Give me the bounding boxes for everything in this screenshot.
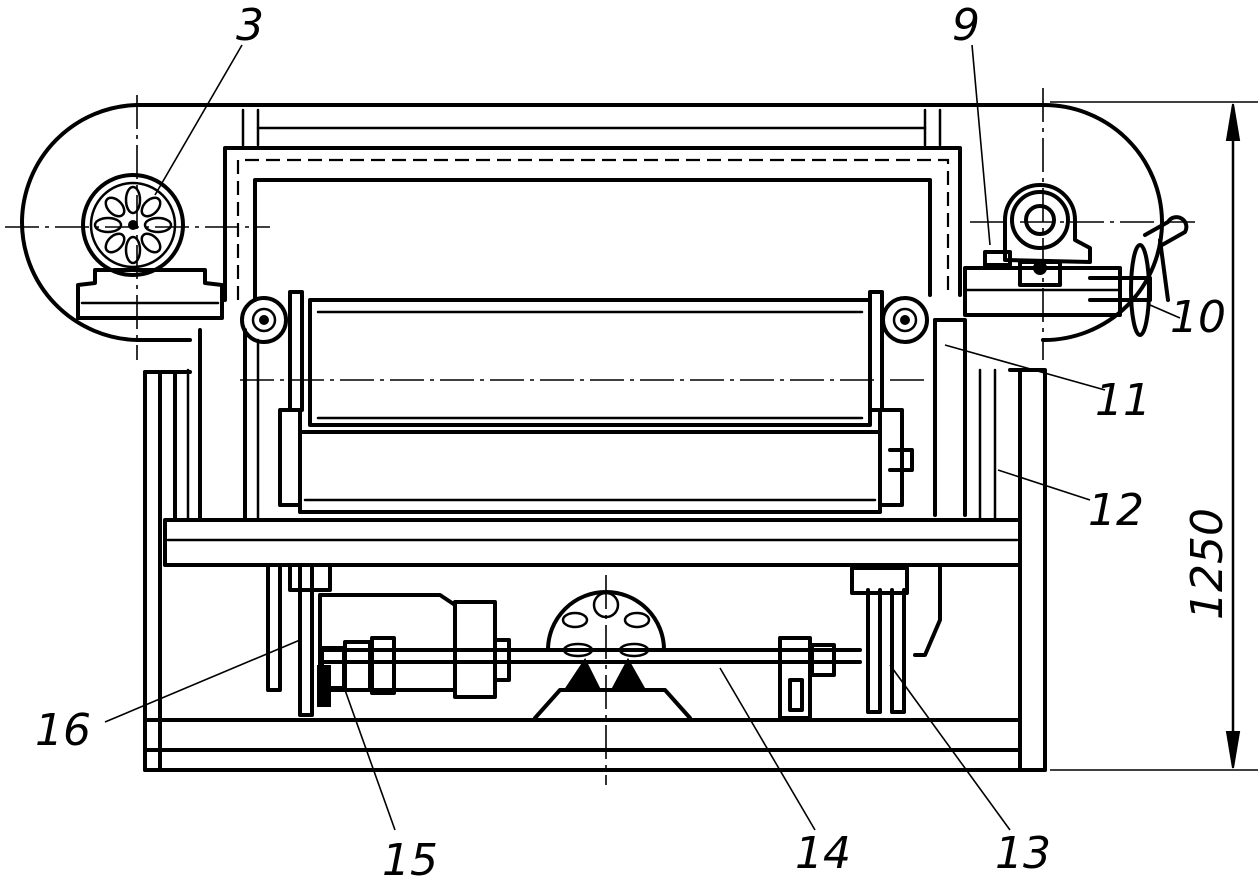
leader-lines [104, 44, 1181, 831]
label-10: 10 [1170, 292, 1226, 343]
handwheel [1088, 215, 1189, 337]
callout-labels: 3 9 10 11 12 13 14 15 16 [35, 0, 1226, 882]
base-frame [143, 368, 1047, 772]
top-hood [19, 102, 1165, 343]
label-16: 16 [35, 705, 91, 756]
dimension-1250: 1250 [1182, 508, 1233, 620]
label-13: 13 [995, 828, 1051, 879]
label-11: 11 [1095, 375, 1151, 426]
label-12: 12 [1088, 485, 1144, 536]
fan-wheel-left [5, 95, 270, 360]
side-columns [186, 318, 997, 522]
drum [240, 290, 930, 514]
inner-frame [223, 146, 962, 302]
height-dimension: 1250 [1050, 101, 1258, 771]
drive-assembly [266, 563, 942, 785]
bearing-housing-right [963, 88, 1195, 360]
label-15: 15 [382, 835, 438, 882]
label-3: 3 [236, 0, 264, 51]
label-14: 14 [795, 828, 851, 879]
label-9: 9 [952, 0, 980, 51]
